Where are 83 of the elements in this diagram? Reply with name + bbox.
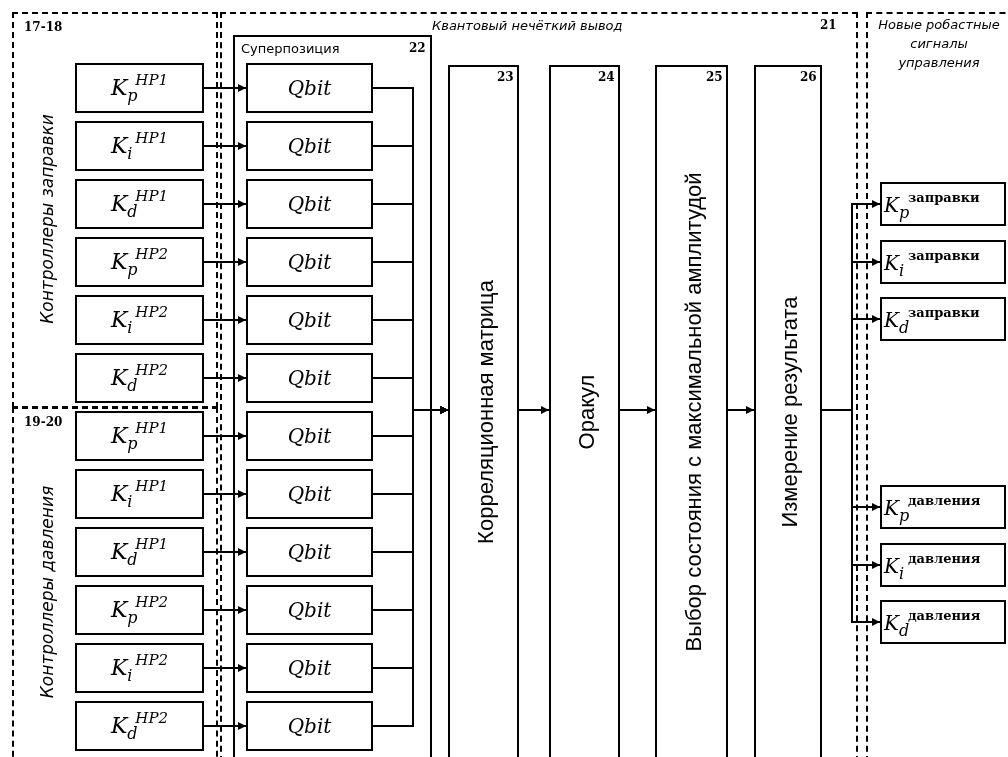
arrow	[518, 406, 550, 414]
group-label: Контроллеры заправки	[37, 114, 57, 324]
qubit-box	[246, 121, 373, 171]
arrow	[619, 406, 656, 414]
qubit-box	[246, 527, 373, 577]
dashed-group-frame	[12, 407, 218, 757]
qubit-label: Qbit	[287, 366, 332, 390]
arrow	[203, 432, 247, 440]
coefficient-box	[75, 353, 204, 403]
arrow	[203, 548, 247, 556]
qubit-label: Qbit	[287, 482, 332, 506]
group-label: Контроллеры давления	[37, 485, 57, 699]
output-signal-box	[880, 297, 1006, 341]
arrow	[203, 84, 247, 92]
box-title: Суперпозиция	[241, 41, 340, 56]
arrow	[203, 316, 247, 324]
arrow	[203, 258, 247, 266]
block-number: 26	[800, 70, 817, 84]
coefficient-box	[75, 585, 204, 635]
coefficient-box	[75, 411, 204, 461]
block-number: 17-18	[24, 20, 63, 34]
group-title: Квантовый нечёткий вывод	[432, 18, 623, 33]
qubit-label: Qbit	[287, 598, 332, 622]
arrow	[727, 406, 755, 414]
qubit-box	[246, 643, 373, 693]
dashed-group-frame	[220, 12, 858, 757]
group-title: Новые робастные сигналы управления	[877, 16, 1001, 72]
process-block	[448, 65, 519, 757]
qubit-box	[246, 63, 373, 113]
block-label: Оракул	[573, 374, 600, 450]
block-number: 21	[820, 18, 837, 32]
coefficient-box	[75, 63, 204, 113]
coefficient-box	[75, 237, 204, 287]
qubit-box	[246, 295, 373, 345]
qubit-label: Qbit	[287, 714, 332, 738]
process-block	[549, 65, 620, 757]
block-number: 25	[706, 70, 723, 84]
output-signal-box	[880, 485, 1006, 529]
qubit-label: Qbit	[287, 134, 332, 158]
arrow	[203, 722, 247, 730]
process-block	[655, 65, 728, 757]
qubit-label: Qbit	[287, 76, 332, 100]
coefficient-box	[75, 295, 204, 345]
qubit-label: Qbit	[287, 540, 332, 564]
coefficient-box	[75, 469, 204, 519]
coefficient-box	[75, 179, 204, 229]
dashed-group-frame	[12, 12, 218, 408]
coefficient-box	[75, 643, 204, 693]
block-label: Измерение результата	[777, 296, 803, 528]
qubit-box	[246, 353, 373, 403]
arrow	[203, 374, 247, 382]
arrow	[203, 664, 247, 672]
qubit-label: Qbit	[287, 192, 332, 216]
output-signal-box	[880, 240, 1006, 284]
qubit-box	[246, 585, 373, 635]
coefficient-box	[75, 121, 204, 171]
block-number: 19-20	[24, 415, 63, 429]
arrow	[203, 606, 247, 614]
qubit-label: Qbit	[287, 656, 332, 680]
qubit-label: Qbit	[287, 308, 332, 332]
qubit-box	[246, 411, 373, 461]
superposition-box	[233, 35, 432, 757]
dashed-group-frame	[866, 12, 1008, 757]
qubit-box	[246, 237, 373, 287]
output-signal-box	[880, 543, 1006, 587]
output-signal-box	[880, 600, 1006, 644]
qubit-label: Qbit	[287, 424, 332, 448]
output-signal-box	[880, 182, 1006, 226]
qubit-box	[246, 701, 373, 751]
block-number: 23	[497, 70, 514, 84]
arrow	[203, 490, 247, 498]
coefficient-box	[75, 527, 204, 577]
qubit-box	[246, 469, 373, 519]
qubit-box	[246, 179, 373, 229]
arrow	[203, 142, 247, 150]
block-label: Корреляционная матрица	[472, 280, 499, 544]
block-number: 24	[598, 70, 615, 84]
arrow	[203, 200, 247, 208]
qubit-label: Qbit	[287, 250, 332, 274]
block-number: 22	[409, 41, 426, 55]
coefficient-box	[75, 701, 204, 751]
block-label: Выбор состояния с максимальной амплитудой	[680, 172, 707, 652]
process-block	[754, 65, 822, 757]
